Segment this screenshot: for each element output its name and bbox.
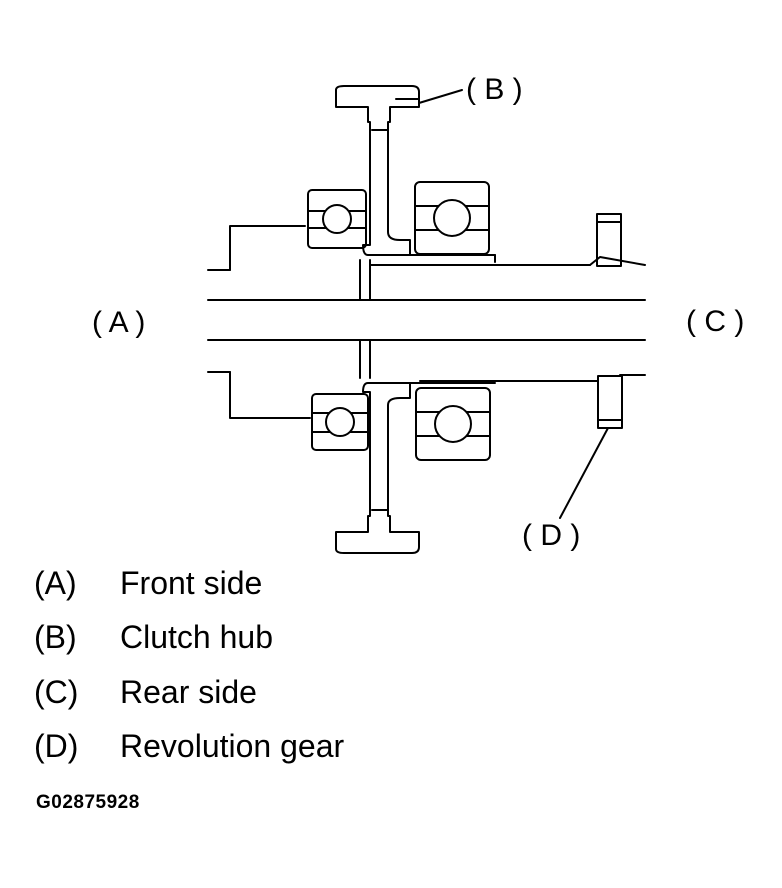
- legend-text: Front side: [120, 565, 263, 601]
- main-shaft: [207, 299, 646, 341]
- legend-key: (B): [34, 619, 77, 655]
- legend-key: (D): [34, 728, 79, 764]
- callout-b: ( B ): [466, 73, 523, 106]
- clutch-assembly-diagram: ( A ) ( B ) ( C ) ( D ): [92, 73, 744, 554]
- bearing-large-top: [414, 181, 490, 255]
- housing-lines: [207, 225, 646, 419]
- legend-row-b: (B) Clutch hub: [34, 619, 273, 656]
- legend-row-d: (D) Revolution gear: [34, 728, 344, 765]
- bearing-large-bottom: [415, 387, 491, 461]
- legend-row-c: (C) Rear side: [34, 674, 257, 711]
- clutch-hub-bottom: [335, 339, 496, 554]
- callout-d: ( D ): [522, 519, 580, 552]
- revolution-gear: [596, 213, 623, 429]
- figure-id: G02875928: [36, 792, 140, 813]
- bearing-small-bottom: [311, 393, 369, 451]
- legend-key: (C): [34, 674, 79, 710]
- leader-line-d: [559, 427, 609, 519]
- legend-text: Rear side: [120, 674, 257, 710]
- legend-key: (A): [34, 565, 77, 601]
- leader-line-b: [418, 89, 463, 104]
- callout-c: ( C ): [686, 305, 744, 338]
- legend-text: Clutch hub: [120, 619, 273, 655]
- bearing-small-top: [307, 189, 367, 249]
- legend-row-a: (A) Front side: [34, 565, 262, 602]
- legend-text: Revolution gear: [120, 728, 345, 764]
- callout-a: ( A ): [92, 306, 145, 339]
